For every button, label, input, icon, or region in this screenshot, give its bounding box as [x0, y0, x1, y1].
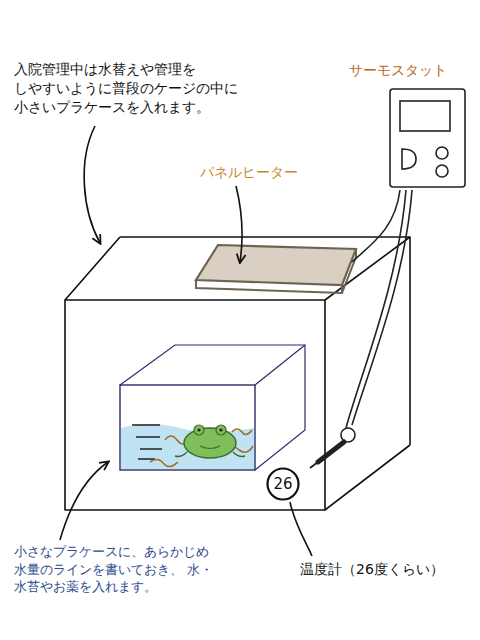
- part-label: 温度計（26度くらい）: [300, 560, 476, 579]
- plastic-case: [120, 345, 305, 470]
- note-text: 入院管理中は水替えや管理を しやすいように普段のケージの中に 小さいプラケースを…: [14, 60, 276, 117]
- thermometer-dial: 26: [266, 467, 300, 501]
- cage-front: [65, 300, 325, 510]
- frog: [175, 425, 245, 458]
- thermostat-body: [345, 62, 470, 191]
- cage-back: [120, 237, 410, 445]
- wire: [346, 190, 412, 428]
- panel-heater: [196, 245, 356, 293]
- device-label: サーモスタット: [345, 62, 470, 79]
- temperature-probe: [310, 428, 355, 468]
- part-label: パネルヒーター: [200, 163, 340, 182]
- note-text: 小さなプラケースに、あらかじめ 水量のラインを書いておき、 水・水苔やお薬を入れ…: [14, 543, 276, 596]
- leader-arrow: [60, 126, 312, 556]
- thermostat: サーモスタット: [345, 62, 470, 191]
- reading-number: 26: [273, 475, 292, 493]
- cage-edge: [65, 237, 410, 510]
